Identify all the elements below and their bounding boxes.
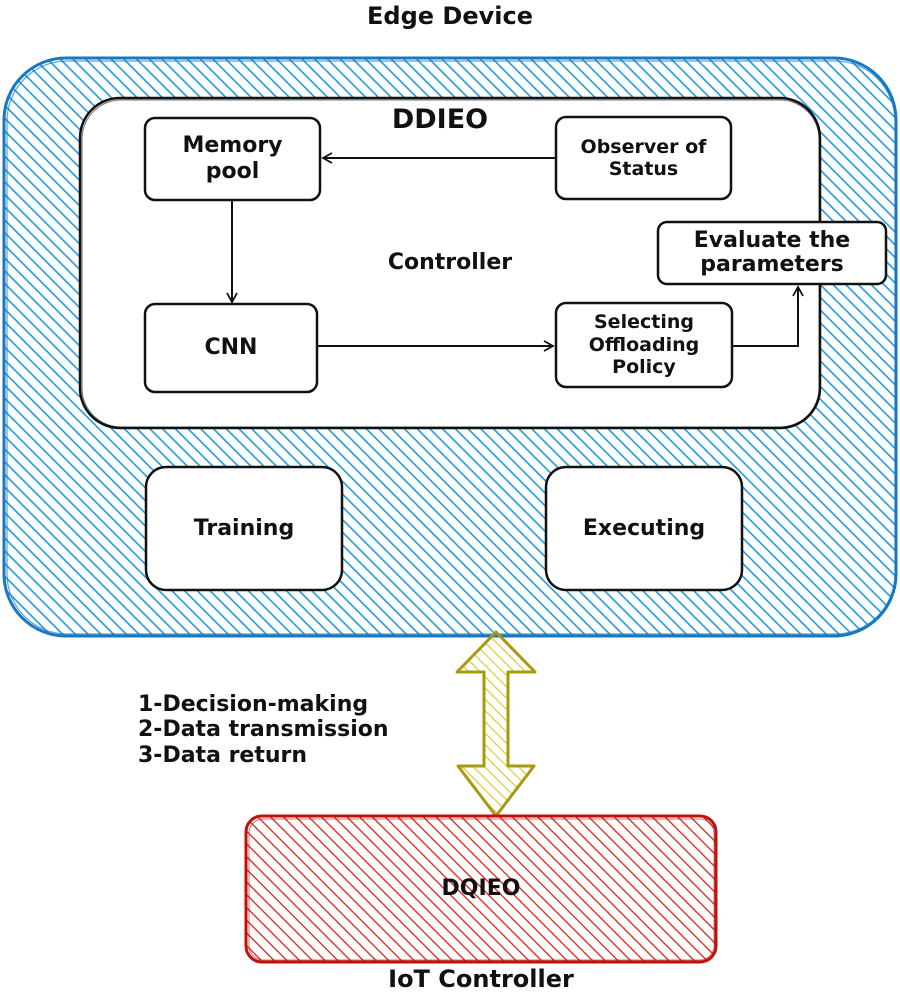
cnn-label: CNN bbox=[204, 335, 258, 361]
steps-list: 1-Decision-making 2-Data transmission 3-… bbox=[138, 692, 389, 768]
controller-label: Controller bbox=[387, 250, 513, 275]
selecting-policy-label: Selecting Offloading Policy bbox=[588, 310, 700, 379]
bidirectional-arrow-icon bbox=[455, 630, 537, 818]
executing-box bbox=[544, 465, 744, 592]
training-box bbox=[144, 465, 344, 592]
iot-controller-caption: IoT Controller bbox=[388, 965, 574, 993]
observer-of-status-label: Observer of Status bbox=[580, 135, 707, 180]
training-label: Training bbox=[193, 515, 295, 541]
edge-selecting-to-evaluate bbox=[732, 285, 804, 347]
ddieo-title: DDIEO bbox=[391, 104, 489, 135]
dqieo-label: DQIEO bbox=[441, 876, 521, 902]
memory-pool-label: Memory pool bbox=[182, 133, 283, 184]
evaluate-parameters-box bbox=[656, 220, 888, 286]
step-item: 3-Data return bbox=[138, 742, 308, 768]
evaluate-parameters-label: Evaluate the parameters bbox=[693, 228, 851, 277]
step-item: 1-Decision-making bbox=[138, 692, 369, 717]
cnn-box bbox=[143, 302, 319, 394]
iot-controller-box bbox=[244, 814, 718, 964]
executing-label: Executing bbox=[582, 515, 706, 541]
edge-device-title: Edge Device bbox=[367, 2, 533, 30]
step-item: 2-Data transmission bbox=[138, 717, 389, 743]
